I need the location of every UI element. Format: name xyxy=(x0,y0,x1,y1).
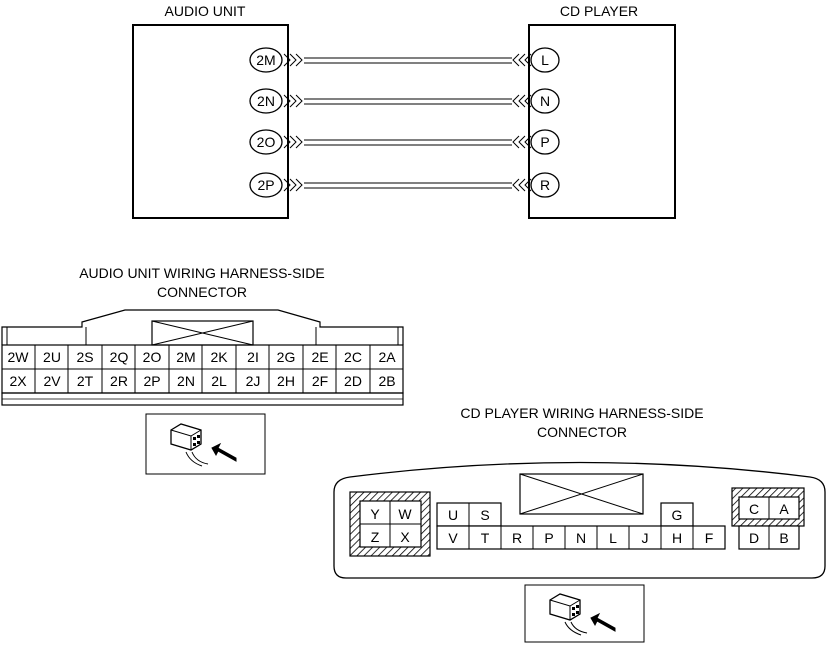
audio-cell: 2A xyxy=(378,349,396,365)
wire-row: 2M L xyxy=(249,47,560,73)
audio-pin-label: 2O xyxy=(257,134,276,150)
terminal-chevron-icon xyxy=(512,135,532,149)
wire-row: 2P R xyxy=(249,172,560,198)
x-box-icon xyxy=(151,320,254,346)
pin-circle xyxy=(530,88,560,114)
connector-view-arrow-icon xyxy=(145,413,266,475)
audio-cell: 2U xyxy=(43,349,61,365)
terminal-chevron-icon xyxy=(512,178,532,192)
connector-view-arrow-icon xyxy=(524,584,645,643)
cd-connector-title-line2: CONNECTOR xyxy=(537,424,627,440)
cd-cell: D xyxy=(749,530,759,546)
terminal-chevron-icon xyxy=(283,94,303,108)
cd-pin-label: P xyxy=(540,134,549,150)
audio-cell: 2L xyxy=(211,373,227,389)
audio-cell: 2M xyxy=(176,349,195,365)
audio-cell: 2S xyxy=(76,349,93,365)
cd-cell: J xyxy=(642,530,649,546)
terminal-chevron-icon xyxy=(512,94,532,108)
connector-housing xyxy=(1,309,404,345)
terminal-chevron-icon xyxy=(283,135,303,149)
pin-circle xyxy=(530,47,560,73)
audio-connector-title-line1: AUDIO UNIT WIRING HARNESS-SIDE xyxy=(79,265,325,281)
pin-circle xyxy=(249,88,283,114)
terminal-chevron-icon xyxy=(283,53,303,67)
audio-cell: 2O xyxy=(143,349,162,365)
audio-cell: 2G xyxy=(277,349,296,365)
cd-pin-label: N xyxy=(540,93,550,109)
audio-cell: 2J xyxy=(246,373,261,389)
cd-cell: S xyxy=(480,507,489,523)
audio-cell: 2D xyxy=(344,373,362,389)
audio-cell: 2F xyxy=(312,373,328,389)
hatched-lock-icon xyxy=(349,491,431,557)
cd-pin-label: L xyxy=(541,52,549,68)
audio-connector-title-line2: CONNECTOR xyxy=(157,284,247,300)
cd-cell: U xyxy=(448,507,458,523)
audio-cell: 2C xyxy=(344,349,362,365)
audio-cell: 2N xyxy=(177,373,195,389)
audio-cell: 2X xyxy=(9,373,27,389)
cd-cell: Y xyxy=(370,506,380,522)
audio-cell: 2Q xyxy=(110,349,129,365)
audio-connector: AUDIO UNIT WIRING HARNESS-SIDE CONNECTOR xyxy=(1,265,404,475)
cd-cell: X xyxy=(400,529,410,545)
audio-cell: 2V xyxy=(43,373,61,389)
pin-circle xyxy=(249,172,283,198)
cd-cell: N xyxy=(576,530,586,546)
audio-pin-label: 2P xyxy=(257,177,274,193)
cd-cell: P xyxy=(544,530,553,546)
audio-cell: 2H xyxy=(277,373,295,389)
audio-pin-label: 2M xyxy=(256,52,275,68)
audio-cell: 2W xyxy=(8,349,30,365)
terminal-chevron-icon xyxy=(512,53,532,67)
wire-row: 2N N xyxy=(249,88,560,114)
pin-circle xyxy=(530,172,560,198)
cd-cell: R xyxy=(512,530,522,546)
cd-cell: C xyxy=(749,501,759,517)
audio-cell: 2B xyxy=(378,373,395,389)
audio-pin-label: 2N xyxy=(257,93,275,109)
cd-connector-title-line1: CD PLAYER WIRING HARNESS-SIDE xyxy=(460,405,703,421)
cd-cell: B xyxy=(779,530,788,546)
cd-connector: CD PLAYER WIRING HARNESS-SIDE CONNECTOR … xyxy=(333,405,826,643)
cd-cell: H xyxy=(672,530,682,546)
cd-cell: Z xyxy=(371,529,380,545)
cd-pin-label: R xyxy=(540,177,550,193)
audio-unit-box xyxy=(132,24,289,219)
terminal-chevron-icon xyxy=(283,178,303,192)
cd-player-box xyxy=(528,24,676,219)
wire-row: 2O P xyxy=(249,129,560,155)
audio-cell: 2R xyxy=(110,373,128,389)
cd-cell: T xyxy=(481,530,490,546)
pin-circle xyxy=(249,47,283,73)
schematic: AUDIO UNIT CD PLAYER 2M L 2N N xyxy=(132,3,676,219)
audio-cell: 2E xyxy=(311,349,328,365)
audio-cell: 2T xyxy=(77,373,94,389)
cd-cell: V xyxy=(448,530,458,546)
x-box-icon xyxy=(519,473,644,515)
cd-player-label: CD PLAYER xyxy=(560,3,638,19)
audio-cell: 2I xyxy=(247,349,259,365)
cd-cell: F xyxy=(705,530,714,546)
hatched-lock-icon xyxy=(731,487,805,527)
cd-cell: G xyxy=(672,507,683,523)
cd-cell: A xyxy=(779,501,789,517)
audio-unit-label: AUDIO UNIT xyxy=(165,3,246,19)
audio-row-bottom: 2X 2V 2T 2R 2P 2N 2L 2J 2H 2F 2D 2B xyxy=(9,373,395,389)
cd-cell: W xyxy=(398,506,412,522)
pin-circle xyxy=(249,129,283,155)
cd-cell: L xyxy=(609,530,617,546)
audio-row-top: 2W 2U 2S 2Q 2O 2M 2K 2I 2G 2E 2C 2A xyxy=(8,349,397,365)
audio-cell: 2K xyxy=(210,349,228,365)
audio-cell: 2P xyxy=(143,373,160,389)
pin-circle xyxy=(530,129,560,155)
